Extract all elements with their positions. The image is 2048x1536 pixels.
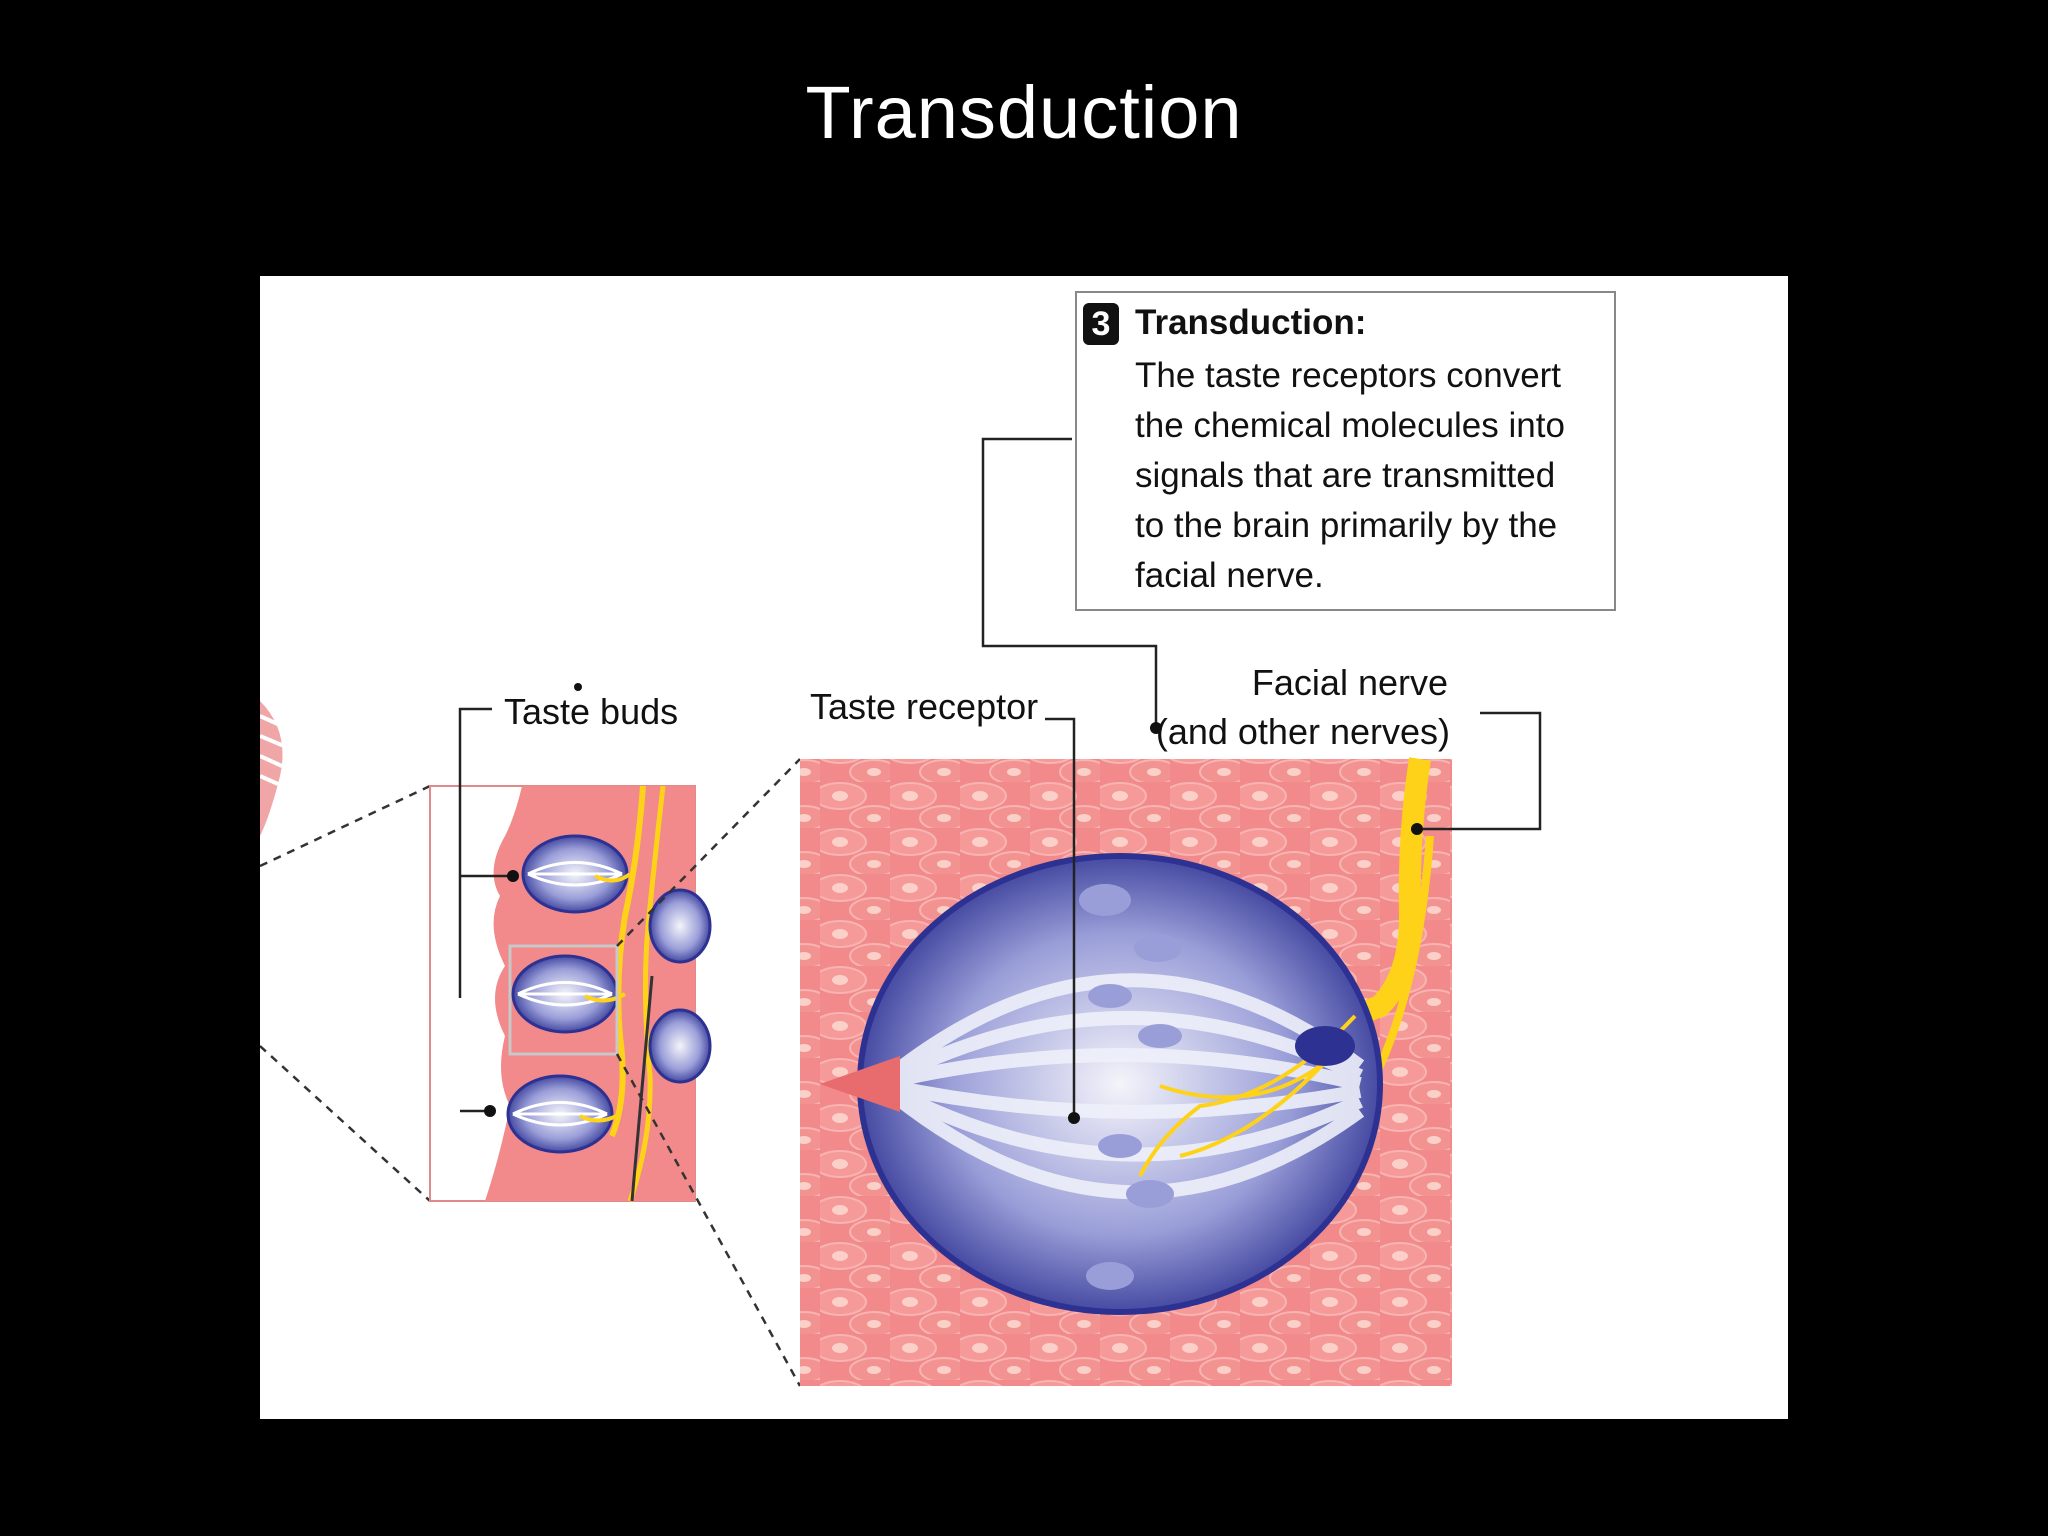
- zoom-lines-small: [260, 784, 431, 1202]
- label-facial-nerve: Facial nerve: [1252, 662, 1448, 703]
- transduction-callout: 3 Transduction: The taste receptors conv…: [1075, 291, 1616, 611]
- taste-diagram: Taste buds Taste receptor Facial nerve (…: [260, 276, 1788, 1419]
- leader-lines: [458, 437, 1542, 1118]
- label-facial-nerve-note: (and other nerves): [1156, 711, 1450, 752]
- tongue-fragment: [260, 701, 285, 836]
- slide-title: Transduction: [805, 71, 1243, 154]
- tissue-section-small: [429, 785, 712, 1202]
- label-taste-buds: Taste buds: [504, 691, 678, 732]
- callout-title: Transduction:: [1135, 303, 1367, 342]
- step-number-badge: 3: [1083, 303, 1119, 345]
- callout-body: The taste receptors convert the chemical…: [1135, 356, 1565, 595]
- taste-diagram-artwork: Taste buds Taste receptor Facial nerve (…: [260, 437, 1542, 1387]
- tissue-section-large: [800, 757, 1452, 1386]
- leader-dots: [484, 683, 1423, 1124]
- label-taste-receptor: Taste receptor: [810, 686, 1038, 727]
- zoom-lines-large: [615, 758, 802, 1387]
